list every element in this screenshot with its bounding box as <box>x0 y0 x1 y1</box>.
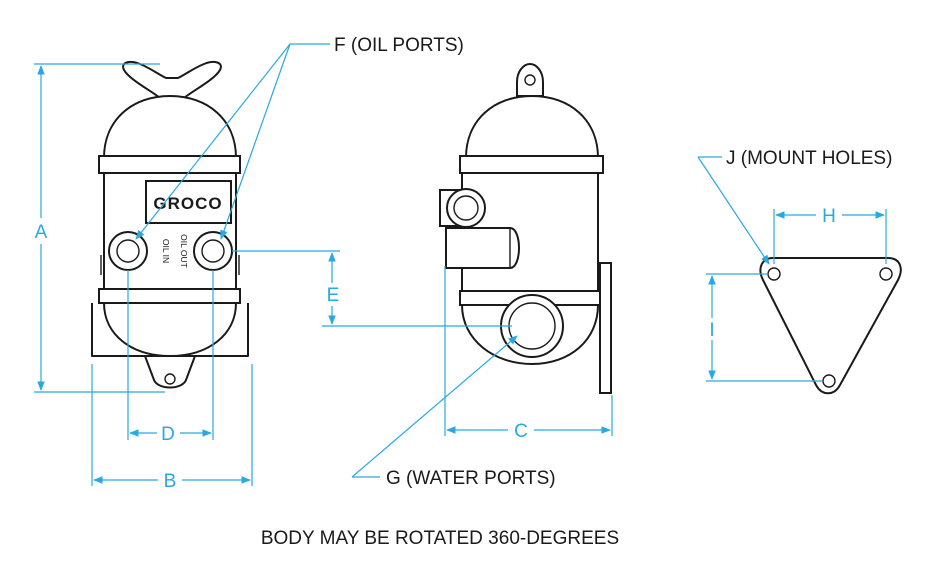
wing-nut <box>122 61 222 99</box>
front-bowl <box>102 302 238 358</box>
dim-i-label: I <box>709 320 714 341</box>
labels: F (OIL PORTS) G (WATER PORTS) J (MOUNT H… <box>35 35 893 492</box>
side-mount-flange <box>599 262 612 394</box>
side-dome <box>464 94 600 159</box>
front-bottom-band <box>98 288 241 304</box>
callout-j-label: J (MOUNT HOLES) <box>726 148 892 169</box>
oil-out-label: OIL OUT <box>179 234 189 268</box>
brand-logo: GROCO <box>153 194 222 213</box>
dim-b-label: B <box>164 471 177 492</box>
triangular-mount-plate <box>759 257 902 395</box>
dim-a-label: A <box>35 222 48 243</box>
oil-out-port <box>193 231 233 271</box>
front-drain-tab <box>143 355 197 389</box>
front-view: GROCO OIL IN OIL OUT <box>91 61 249 389</box>
dim-e-label: E <box>327 285 340 306</box>
mount-plate-view <box>759 257 902 395</box>
dim-c-label: C <box>514 421 528 442</box>
oil-in-label: OIL IN <box>161 239 171 263</box>
side-oil-port-boss <box>445 227 520 269</box>
rotation-note: BODY MAY BE ROTATED 360-DEGREES <box>260 528 620 549</box>
oil-in-port <box>108 231 148 271</box>
front-dome <box>102 94 238 159</box>
dimension-lines <box>34 63 887 486</box>
callout-leaders <box>135 43 770 478</box>
side-lifting-eye <box>516 62 544 97</box>
dim-h-label: H <box>822 206 836 227</box>
callout-f-label: F (OIL PORTS) <box>334 35 464 56</box>
callout-g-label: G (WATER PORTS) <box>386 468 556 489</box>
front-mount-plate <box>91 303 249 357</box>
side-top-band <box>459 155 604 174</box>
dim-d-label: D <box>161 424 175 445</box>
mount-hole-bottom <box>822 374 836 388</box>
brand-plate <box>145 180 232 224</box>
front-top-band <box>98 155 241 174</box>
mount-hole-right <box>879 267 893 281</box>
side-view <box>439 62 612 394</box>
